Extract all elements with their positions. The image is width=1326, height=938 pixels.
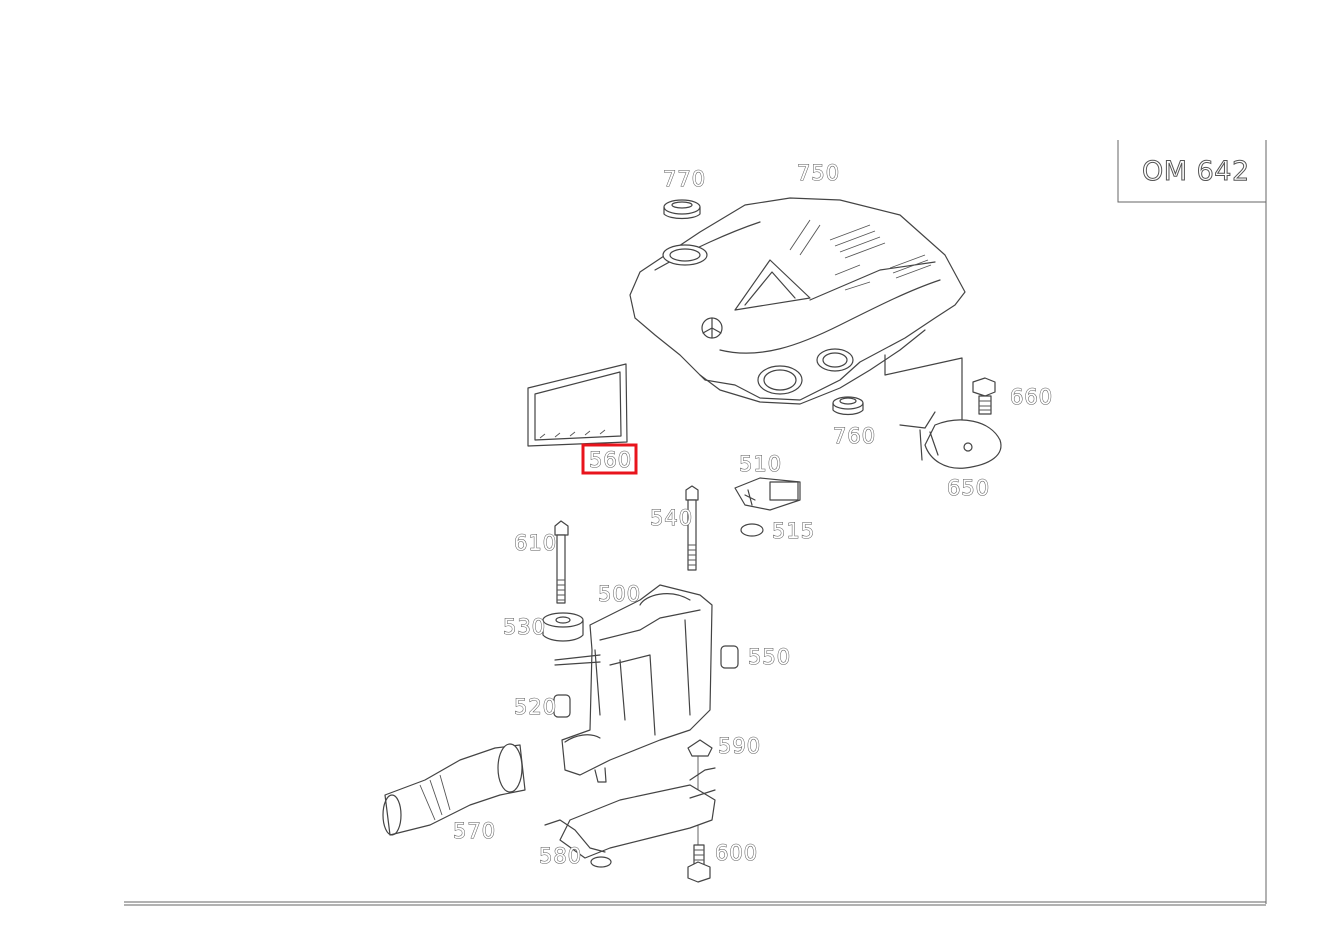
label-650: 650 bbox=[947, 476, 990, 500]
label-600: 600 bbox=[715, 841, 758, 865]
bracket-580[interactable] bbox=[544, 767, 716, 868]
engine-cover-750[interactable] bbox=[629, 197, 966, 421]
rubber-mount-530[interactable] bbox=[542, 612, 584, 642]
engine-reference-label: OM 642 bbox=[1142, 156, 1250, 187]
label-770: 770 bbox=[663, 167, 706, 191]
bushing-550[interactable] bbox=[720, 645, 739, 669]
bolt-540[interactable] bbox=[685, 485, 699, 571]
sensor-510[interactable] bbox=[734, 477, 801, 511]
o-ring-515[interactable] bbox=[740, 523, 764, 537]
label-500: 500 bbox=[598, 582, 641, 606]
label-570: 570 bbox=[453, 819, 496, 843]
label-530: 530 bbox=[503, 615, 546, 639]
label-750: 750 bbox=[797, 161, 840, 185]
label-515: 515 bbox=[772, 519, 815, 543]
part-labels: 770 750 660 760 560 510 650 540 515 610 … bbox=[453, 161, 1053, 869]
air-filter-housing-500[interactable] bbox=[554, 584, 713, 783]
grommet-760[interactable] bbox=[832, 396, 864, 416]
label-520: 520 bbox=[514, 695, 557, 719]
label-560: 560 bbox=[589, 448, 632, 472]
label-610: 610 bbox=[514, 531, 557, 555]
grommet-770[interactable] bbox=[663, 199, 701, 220]
bolt-600[interactable] bbox=[687, 844, 711, 883]
bolt-660[interactable] bbox=[972, 377, 996, 415]
highlight-box-560 bbox=[581, 443, 638, 475]
bushing-520[interactable] bbox=[553, 694, 571, 718]
label-510: 510 bbox=[739, 452, 782, 476]
label-760: 760 bbox=[833, 424, 876, 448]
filter-element-560[interactable] bbox=[527, 363, 628, 447]
intake-hose-570[interactable] bbox=[382, 743, 526, 836]
label-580: 580 bbox=[539, 844, 582, 868]
drawing-frame bbox=[124, 140, 1267, 906]
label-550: 550 bbox=[748, 645, 791, 669]
bolt-610[interactable] bbox=[554, 520, 569, 604]
bracket-650[interactable] bbox=[899, 411, 1002, 469]
label-590: 590 bbox=[718, 734, 761, 758]
label-660: 660 bbox=[1010, 385, 1053, 409]
engine-reference-box: OM 642 bbox=[1117, 140, 1266, 203]
label-540: 540 bbox=[650, 506, 693, 530]
